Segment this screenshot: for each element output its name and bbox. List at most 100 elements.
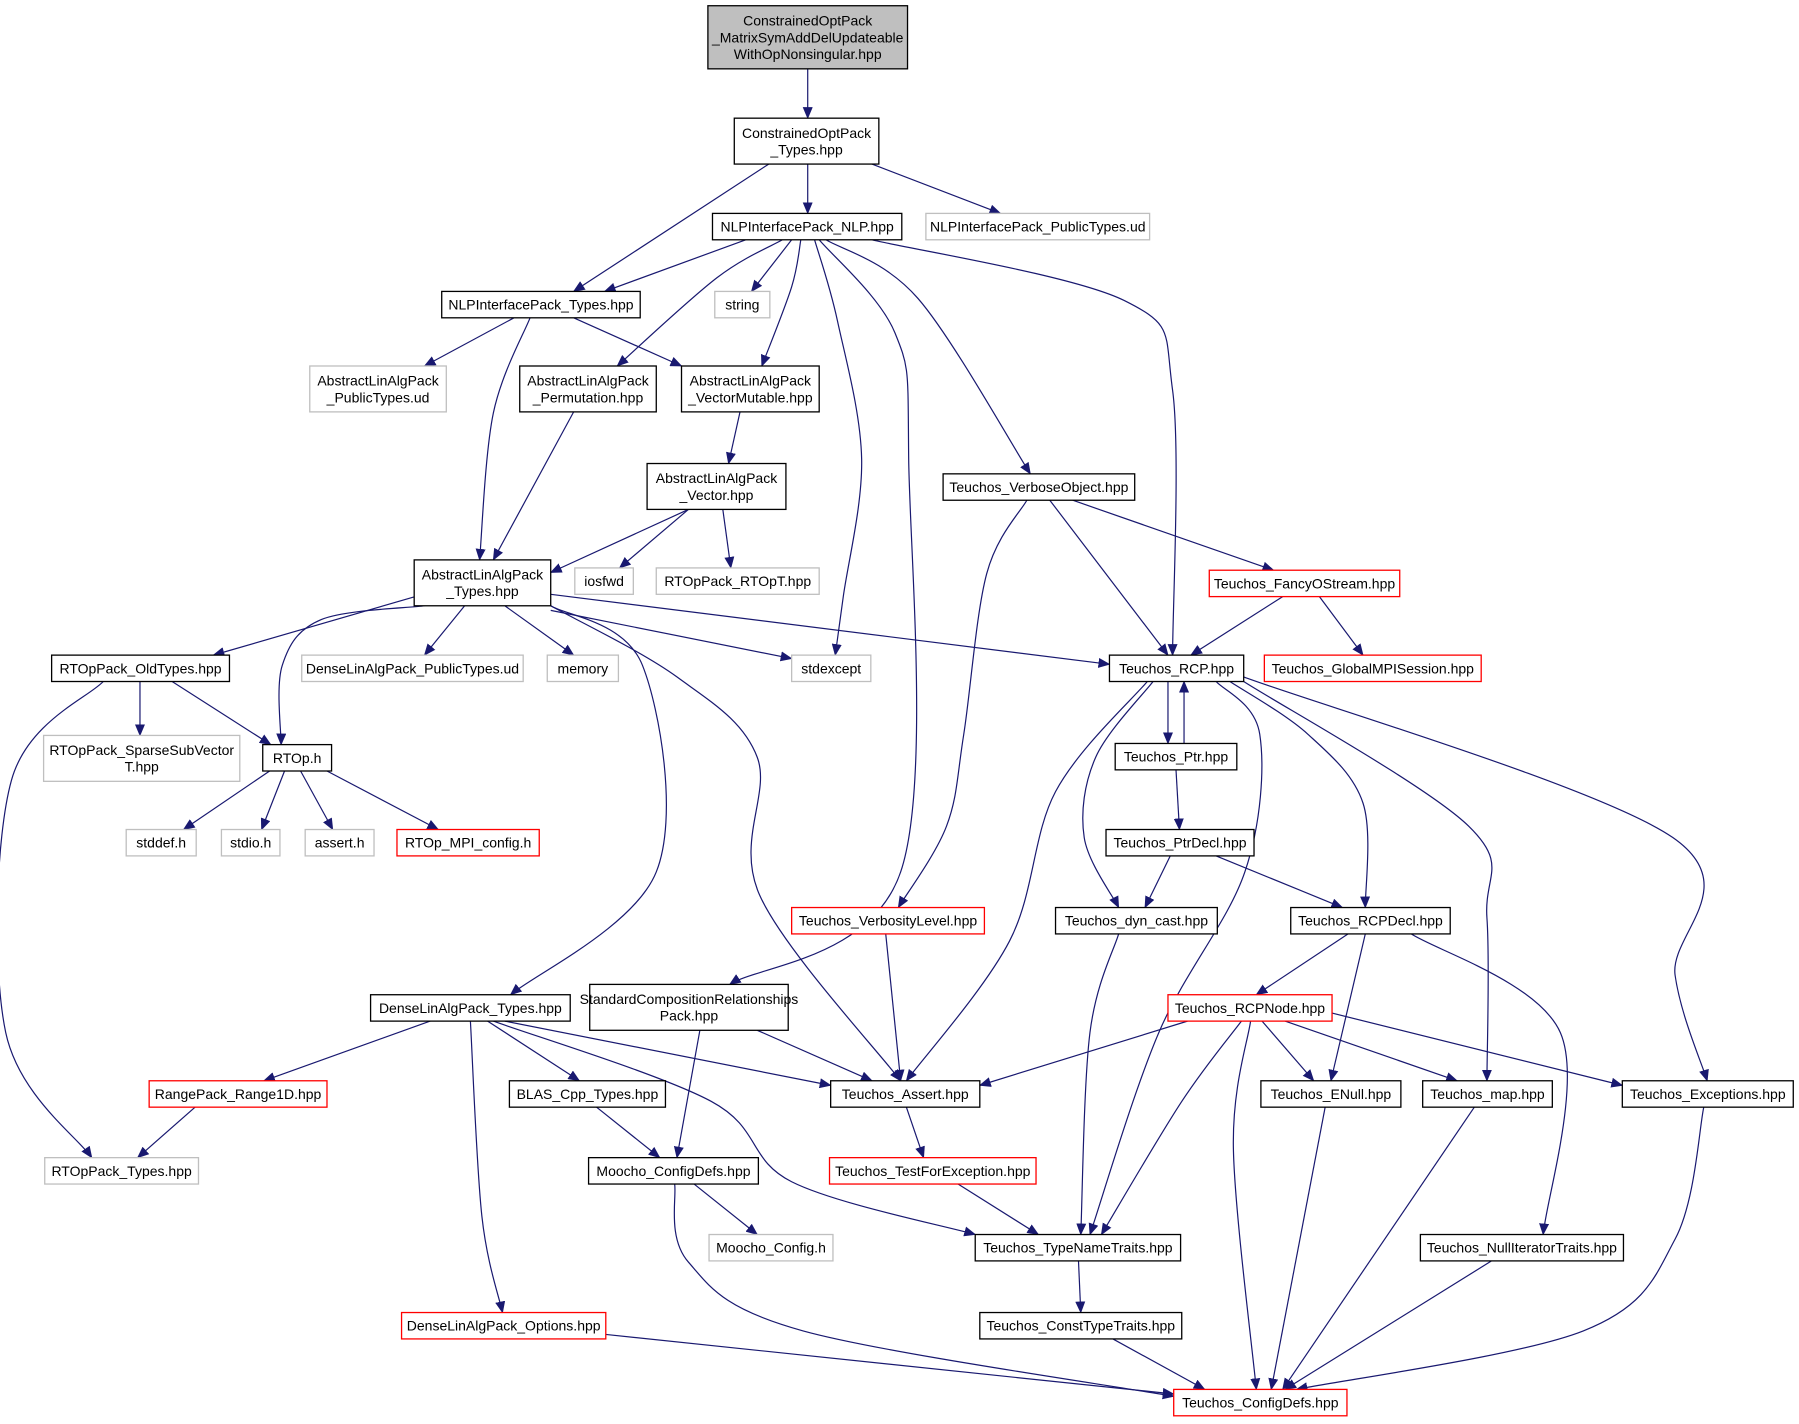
node-verbose[interactable]: Teuchos_VerboseObject.hpp: [942, 473, 1136, 501]
node-nlp_nlp[interactable]: NLPInterfacePack_NLP.hpp: [711, 212, 903, 241]
node-consttype-label-0: Teuchos_ConstTypeTraits.hpp: [986, 1318, 1175, 1334]
edge-nlp_nlp-to-stdexcept: [814, 239, 863, 657]
node-moocho_cfgdefs-box: [587, 1156, 760, 1185]
node-ala_vecmut-box: [680, 365, 820, 413]
node-assert-label-0: assert.h: [315, 835, 365, 851]
node-tmap[interactable]: Teuchos_map.hpp: [1422, 1080, 1553, 1108]
node-root-label-1: _MatrixSymAddDelUpdateable: [711, 29, 904, 45]
node-ala_perm-label-0: AbstractLinAlgPack: [527, 373, 649, 389]
node-ptrdecl-box: [1105, 828, 1255, 857]
edge-rcpdecl-to-rcpnode: [1255, 933, 1349, 996]
node-nlp_public-label-0: NLPInterfacePack_PublicTypes.ud: [930, 219, 1146, 235]
node-moocho_cfg-label-0: Moocho_Config.h: [716, 1240, 826, 1256]
node-texc[interactable]: Teuchos_Exceptions.hpp: [1621, 1080, 1794, 1108]
edge-rcpnode-to-typename: [1100, 1020, 1242, 1236]
node-testexc[interactable]: Teuchos_TestForException.hpp: [828, 1156, 1037, 1185]
node-rcp[interactable]: Teuchos_RCP.hpp: [1108, 654, 1245, 683]
node-rcpnode[interactable]: Teuchos_RCPNode.hpp: [1167, 994, 1333, 1022]
node-ptr[interactable]: Teuchos_Ptr.hpp: [1114, 742, 1238, 771]
node-nulliter[interactable]: Teuchos_NullIteratorTraits.hpp: [1419, 1233, 1625, 1262]
node-cop_types[interactable]: ConstrainedOptPack_Types.hpp: [733, 117, 880, 165]
edge-ala_types-to-stdexcept: [550, 609, 793, 662]
node-typename[interactable]: Teuchos_TypeNameTraits.hpp: [974, 1233, 1182, 1262]
edge-dla_types-to-blas: [487, 1020, 581, 1082]
node-rtop_old[interactable]: RTOpPack_OldTypes.hpp: [50, 654, 231, 683]
edge-rcpnode-to-enull: [1261, 1020, 1315, 1082]
dependency-edges: [0, 68, 1709, 1400]
node-cop_types-box: [733, 117, 880, 165]
edge-ala_types-to-dla_types: [509, 605, 667, 996]
edge-nlp_nlp-to-ala_perm: [616, 239, 783, 367]
node-string-label-0: string: [725, 297, 759, 313]
node-blas[interactable]: BLAS_Cpp_Types.hpp: [508, 1080, 667, 1108]
file-nodes: ConstrainedOptPack_MatrixSymAddDelUpdate…: [42, 5, 1794, 1417]
node-rtoph-box: [262, 743, 333, 772]
node-stdcomp-label-1: Pack.hpp: [660, 1008, 719, 1024]
node-range1d[interactable]: RangePack_Range1D.hpp: [148, 1080, 328, 1108]
node-rtoph[interactable]: RTOp.h: [262, 743, 333, 772]
edge-cop_types-to-nlp_types: [572, 163, 770, 292]
node-rcpdecl-label-0: Teuchos_RCPDecl.hpp: [1298, 913, 1443, 929]
node-dla_options[interactable]: DenseLinAlgPack_Options.hpp: [400, 1311, 607, 1340]
node-dyncast[interactable]: Teuchos_dyn_cast.hpp: [1054, 906, 1218, 935]
node-ala_types-box: [413, 559, 552, 607]
edge-verbose-to-rcp: [1049, 499, 1169, 656]
node-rtop_mpi[interactable]: RTOp_MPI_config.h: [396, 828, 540, 857]
node-nlp_types[interactable]: NLPInterfacePack_Types.hpp: [441, 290, 641, 319]
node-nulliter-box: [1419, 1233, 1625, 1262]
node-globalmpi[interactable]: Teuchos_GlobalMPISession.hpp: [1263, 654, 1482, 683]
node-ala_vecmut-label-0: AbstractLinAlgPack: [690, 373, 812, 389]
node-globalmpi-box: [1263, 654, 1482, 683]
edge-dla_types-to-range1d: [262, 1020, 431, 1082]
edge-nlp_nlp-to-stdcomp: [728, 239, 918, 985]
node-ptrdecl[interactable]: Teuchos_PtrDecl.hpp: [1105, 828, 1255, 857]
node-stdexcept-label-0: stdexcept: [801, 660, 861, 676]
node-rcpdecl[interactable]: Teuchos_RCPDecl.hpp: [1290, 906, 1451, 935]
node-range1d-box: [148, 1080, 328, 1108]
edge-ala_perm-to-ala_types: [492, 411, 575, 561]
edge-dla_types-to-typename: [493, 1020, 977, 1237]
node-tmap-box: [1422, 1080, 1553, 1108]
node-dla_public: DenseLinAlgPack_PublicTypes.ud: [301, 654, 524, 683]
node-cfgdefs[interactable]: Teuchos_ConfigDefs.hpp: [1173, 1388, 1348, 1417]
edge-ala_types-to-rtoph: [276, 605, 425, 746]
edge-ptrdecl-to-dyncast: [1144, 855, 1171, 909]
edge-rcp-to-tassert: [905, 681, 1148, 1082]
node-texc-box: [1621, 1080, 1794, 1108]
node-rcpnode-label-0: Teuchos_RCPNode.hpp: [1175, 1000, 1325, 1016]
node-ala_vec[interactable]: AbstractLinAlgPack_Vector.hpp: [646, 462, 787, 511]
node-enull[interactable]: Teuchos_ENull.hpp: [1260, 1080, 1402, 1108]
node-cfgdefs-box: [1173, 1388, 1348, 1417]
node-dla_types[interactable]: DenseLinAlgPack_Types.hpp: [369, 994, 571, 1022]
edge-rcpnode-to-cfgdefs: [1232, 1021, 1261, 1391]
node-rtop_mpi-label-0: RTOp_MPI_config.h: [405, 835, 531, 851]
node-tassert[interactable]: Teuchos_Assert.hpp: [830, 1080, 981, 1108]
node-root-label-0: ConstrainedOptPack: [743, 13, 873, 29]
node-rtop_types-box: [44, 1156, 200, 1185]
node-consttype[interactable]: Teuchos_ConstTypeTraits.hpp: [979, 1311, 1183, 1340]
node-nlp_nlp-box: [711, 212, 903, 241]
node-dla_public-box: [301, 654, 524, 683]
edge-ala_types-to-memory: [504, 605, 575, 656]
node-nlp_public: NLPInterfacePack_PublicTypes.ud: [925, 212, 1151, 241]
node-ala_vecmut[interactable]: AbstractLinAlgPack_VectorMutable.hpp: [680, 365, 820, 413]
node-assert-box: [304, 828, 375, 857]
edge-rcpnode-to-tassert: [978, 1020, 1188, 1087]
node-moocho_cfgdefs[interactable]: Moocho_ConfigDefs.hpp: [587, 1156, 760, 1185]
edge-rcp-to-texc: [1243, 676, 1709, 1082]
node-root-label-2: WithOpNonsingular.hpp: [734, 46, 882, 62]
node-fancy[interactable]: Teuchos_FancyOStream.hpp: [1208, 569, 1401, 598]
edge-cop_types-to-nlp_public: [871, 163, 1002, 215]
node-ala_perm[interactable]: AbstractLinAlgPack_Permutation.hpp: [519, 365, 657, 413]
node-verbosity[interactable]: Teuchos_VerbosityLevel.hpp: [791, 906, 986, 935]
node-ala_types[interactable]: AbstractLinAlgPack_Types.hpp: [413, 559, 552, 607]
edge-ala_types-to-rtop_old: [212, 596, 416, 657]
node-verbose-label-0: Teuchos_VerboseObject.hpp: [949, 479, 1128, 495]
node-stdcomp-box: [589, 983, 789, 1031]
node-tmap-label-0: Teuchos_map.hpp: [1430, 1086, 1545, 1102]
node-ala_public: AbstractLinAlgPack_PublicTypes.ud: [309, 365, 447, 413]
edge-nlp_types-to-ala_public: [423, 317, 515, 367]
node-consttype-box: [979, 1311, 1183, 1340]
edge-nlp_nlp-to-string: [750, 239, 793, 293]
